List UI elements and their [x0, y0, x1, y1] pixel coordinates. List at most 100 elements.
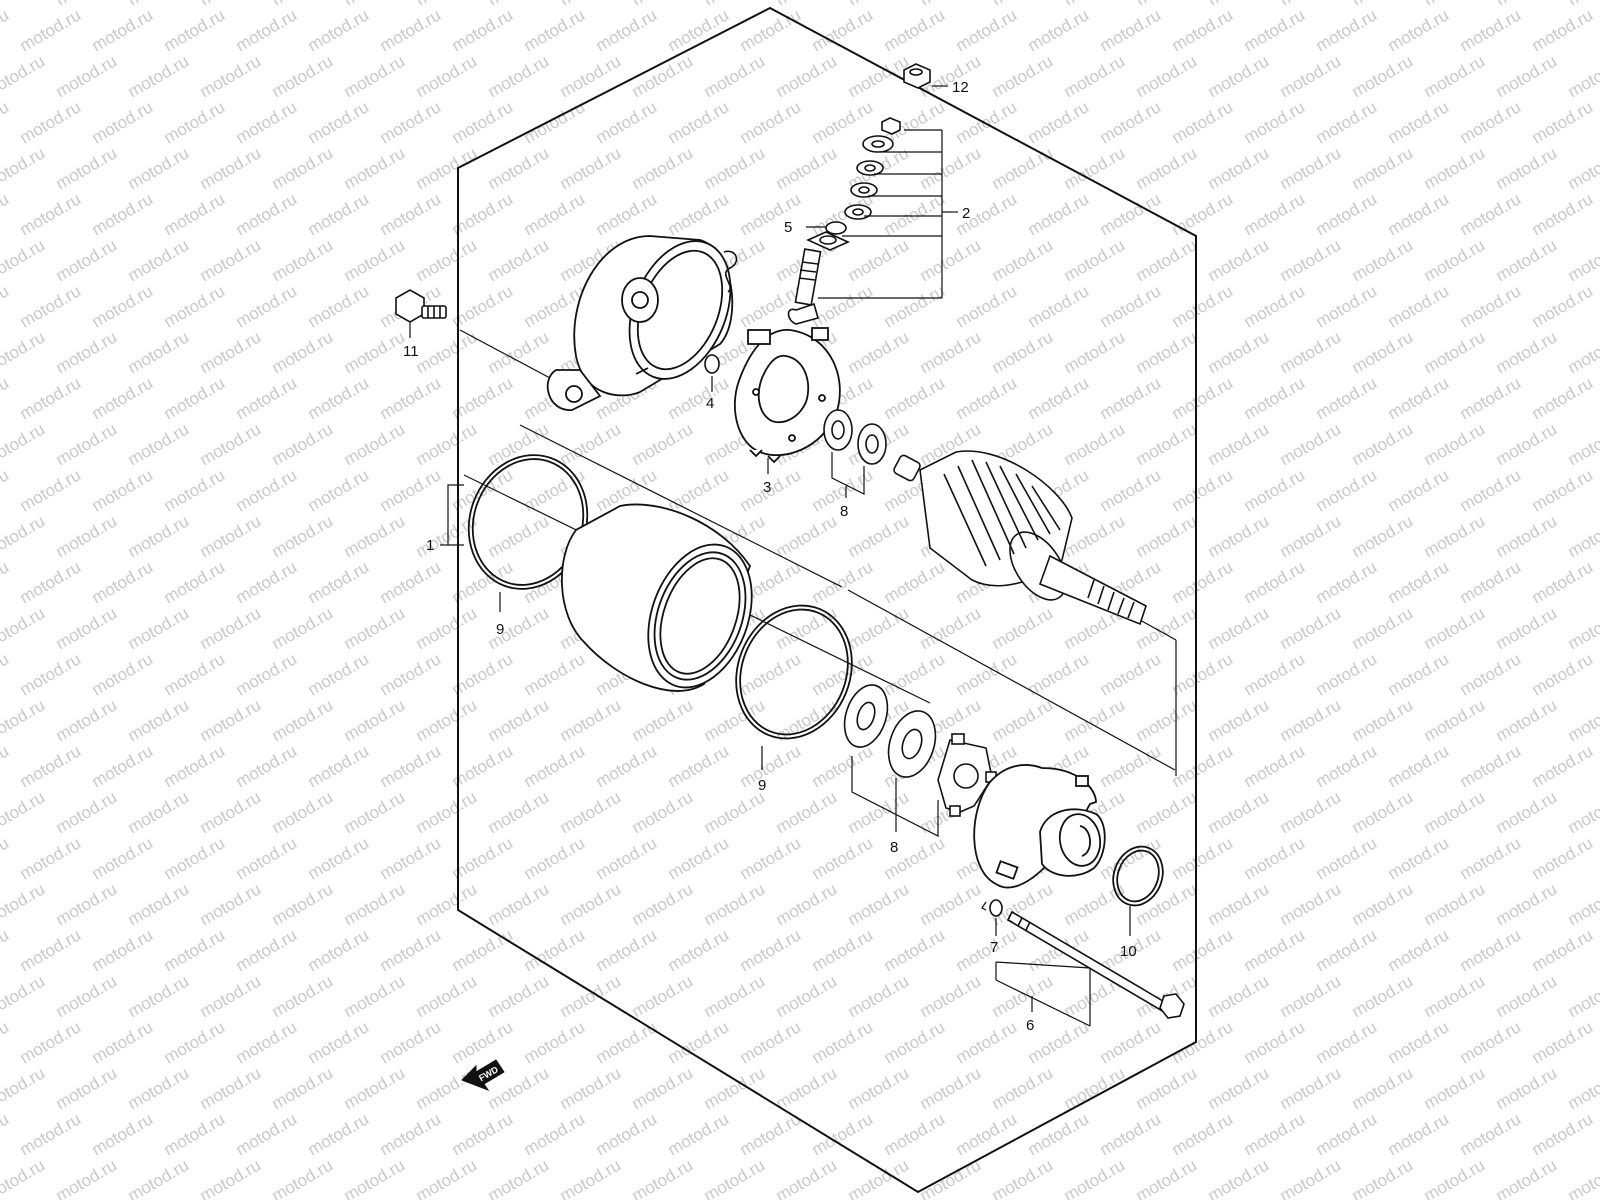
watermark-text: motod.ru [197, 51, 265, 101]
watermark-text: motod.ru [197, 787, 265, 837]
watermark-text: motod.ru [1205, 0, 1273, 9]
watermark-text: motod.ru [17, 281, 85, 331]
watermark-text: motod.ru [17, 1017, 85, 1067]
watermark-text: motod.ru [413, 971, 481, 1021]
watermark-text: motod.ru [1529, 557, 1597, 607]
watermark-text: motod.ru [125, 1063, 193, 1113]
watermark-text: motod.ru [1277, 235, 1345, 285]
o-ring-front [1112, 845, 1164, 907]
watermark-text: motod.ru [557, 695, 625, 745]
watermark-text: motod.ru [1457, 1109, 1525, 1159]
watermark-text: motod.ru [665, 189, 733, 239]
watermark-text: motod.ru [557, 787, 625, 837]
watermark-text: motod.ru [17, 465, 85, 515]
watermark-text: motod.ru [125, 235, 193, 285]
watermark-text: motod.ru [1349, 51, 1417, 101]
watermark-text: motod.ru [1097, 649, 1165, 699]
terminal-washer-set [806, 117, 901, 251]
watermark-text: motod.ru [1421, 419, 1489, 469]
watermark-text: motod.ru [125, 695, 193, 745]
watermark-text: motod.ru [1313, 833, 1381, 883]
watermark-text: motod.ru [737, 925, 805, 975]
watermark-text: motod.ru [1421, 327, 1489, 377]
rear-housing [546, 235, 734, 411]
watermark-text: motod.ru [1457, 649, 1525, 699]
watermark-text: motod.ru [593, 5, 661, 55]
watermark-text: motod.ru [305, 1109, 373, 1159]
watermark-text: motod.ru [305, 649, 373, 699]
callout-11: 11 [403, 343, 419, 360]
watermark-text: motod.ru [17, 373, 85, 423]
watermark-text: motod.ru [1421, 971, 1489, 1021]
watermark-text: motod.ru [53, 787, 121, 837]
watermark-text: motod.ru [161, 557, 229, 607]
watermark-text: motod.ru [1277, 1063, 1345, 1113]
callout-2: 2 [962, 205, 970, 222]
watermark-text: motod.ru [377, 1017, 445, 1067]
watermark-text: motod.ru [1169, 189, 1237, 239]
watermark-text: motod.ru [989, 235, 1057, 285]
watermark-text: motod.ru [593, 97, 661, 147]
watermark-text: motod.ru [1349, 879, 1417, 929]
watermark-text: motod.ru [629, 0, 697, 9]
watermark-text: motod.ru [917, 1063, 985, 1113]
watermark-text: motod.ru [233, 649, 301, 699]
brush-plate [733, 327, 841, 464]
watermark-text: motod.ru [1349, 0, 1417, 9]
watermark-text: motod.ru [341, 0, 409, 9]
watermark-text: motod.ru [161, 741, 229, 791]
watermark-text: motod.ru [305, 557, 373, 607]
watermark-text: motod.ru [1565, 971, 1600, 1021]
watermark-text: motod.ru [413, 879, 481, 929]
watermark-text: motod.ru [521, 1109, 589, 1159]
watermark-text: motod.ru [233, 1109, 301, 1159]
watermark-text: motod.ru [773, 787, 841, 837]
watermark-text: motod.ru [593, 1017, 661, 1067]
watermark-text: motod.ru [1241, 97, 1309, 147]
watermark-text: motod.ru [17, 741, 85, 791]
watermark-text: motod.ru [305, 189, 373, 239]
watermark-text: motod.ru [305, 97, 373, 147]
watermark-text: motod.ru [773, 603, 841, 653]
watermark-text: motod.ru [1097, 741, 1165, 791]
watermark-text: motod.ru [809, 833, 877, 883]
watermark-text: motod.ru [485, 143, 553, 193]
watermark-text: motod.ru [557, 1155, 625, 1200]
watermark-text: motod.ru [197, 879, 265, 929]
watermark-text: motod.ru [0, 695, 48, 745]
guide-upper-2 [847, 589, 1176, 771]
watermark-text: motod.ru [1241, 557, 1309, 607]
watermark-text: motod.ru [269, 879, 337, 929]
watermark-text: motod.ru [1565, 787, 1600, 837]
watermark-text: motod.ru [1349, 235, 1417, 285]
watermark-text: motod.ru [53, 511, 121, 561]
watermark-text: motod.ru [0, 971, 48, 1021]
watermark-text: motod.ru [1349, 787, 1417, 837]
callout-9-center: 9 [758, 777, 766, 794]
watermark-text: motod.ru [1421, 51, 1489, 101]
watermark-text: motod.ru [809, 5, 877, 55]
watermark-text: motod.ru [0, 0, 48, 9]
watermark-text: motod.ru [125, 51, 193, 101]
watermark-text: motod.ru [1493, 0, 1561, 9]
watermark-text: motod.ru [1493, 1063, 1561, 1113]
watermark-text: motod.ru [53, 0, 121, 9]
watermark-text: motod.ru [989, 143, 1057, 193]
watermark-text: motod.ru [0, 1109, 12, 1159]
watermark-text: motod.ru [1277, 143, 1345, 193]
watermark-text: motod.ru [809, 281, 877, 331]
watermark-text: motod.ru [1349, 971, 1417, 1021]
watermark-text: motod.ru [1565, 879, 1600, 929]
watermark-text: motod.ru [701, 0, 769, 9]
watermark-text: motod.ru [1169, 833, 1237, 883]
watermark-text: motod.ru [485, 695, 553, 745]
watermark-text: motod.ru [629, 419, 697, 469]
watermark-text: motod.ru [485, 971, 553, 1021]
watermark-text: motod.ru [377, 925, 445, 975]
watermark-text: motod.ru [89, 189, 157, 239]
watermark-text: motod.ru [1421, 0, 1489, 9]
watermark-text: motod.ru [557, 971, 625, 1021]
watermark-text: motod.ru [0, 419, 48, 469]
watermark-text: motod.ru [1277, 511, 1345, 561]
